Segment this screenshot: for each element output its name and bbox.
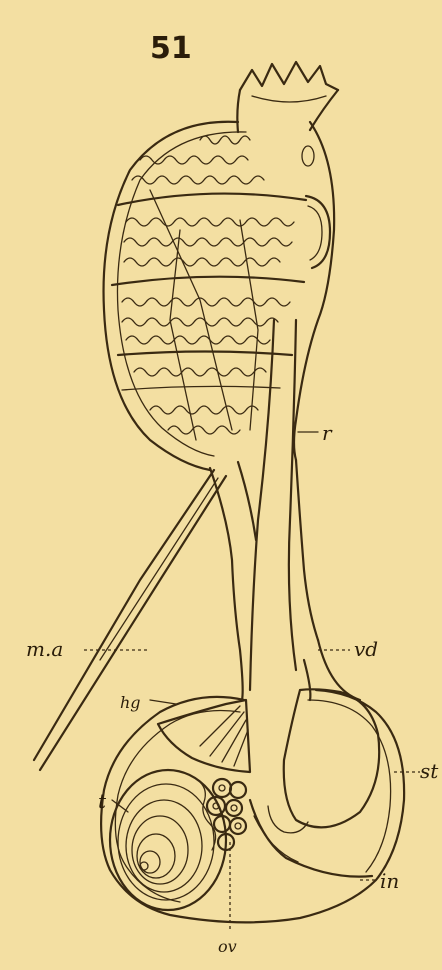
label-in: in	[380, 869, 399, 893]
oesophagus	[210, 460, 318, 700]
label-ov: ov	[218, 937, 237, 956]
label-t: t	[98, 789, 107, 813]
rectum	[250, 320, 296, 690]
label-vd: vd	[354, 637, 378, 661]
figure-number: 51	[150, 31, 192, 66]
pharynx-body	[104, 122, 335, 470]
testis	[110, 770, 226, 910]
label-hg: hg	[120, 693, 141, 712]
muscle-spike	[34, 470, 226, 770]
label-st: st	[420, 759, 439, 783]
stomach	[268, 689, 379, 833]
crown	[237, 62, 338, 132]
lateral-lobe	[302, 146, 330, 268]
leader-lines	[84, 432, 420, 932]
label-r: r	[322, 421, 333, 445]
label-ma: m.a	[26, 637, 63, 661]
hindgut	[158, 700, 250, 772]
